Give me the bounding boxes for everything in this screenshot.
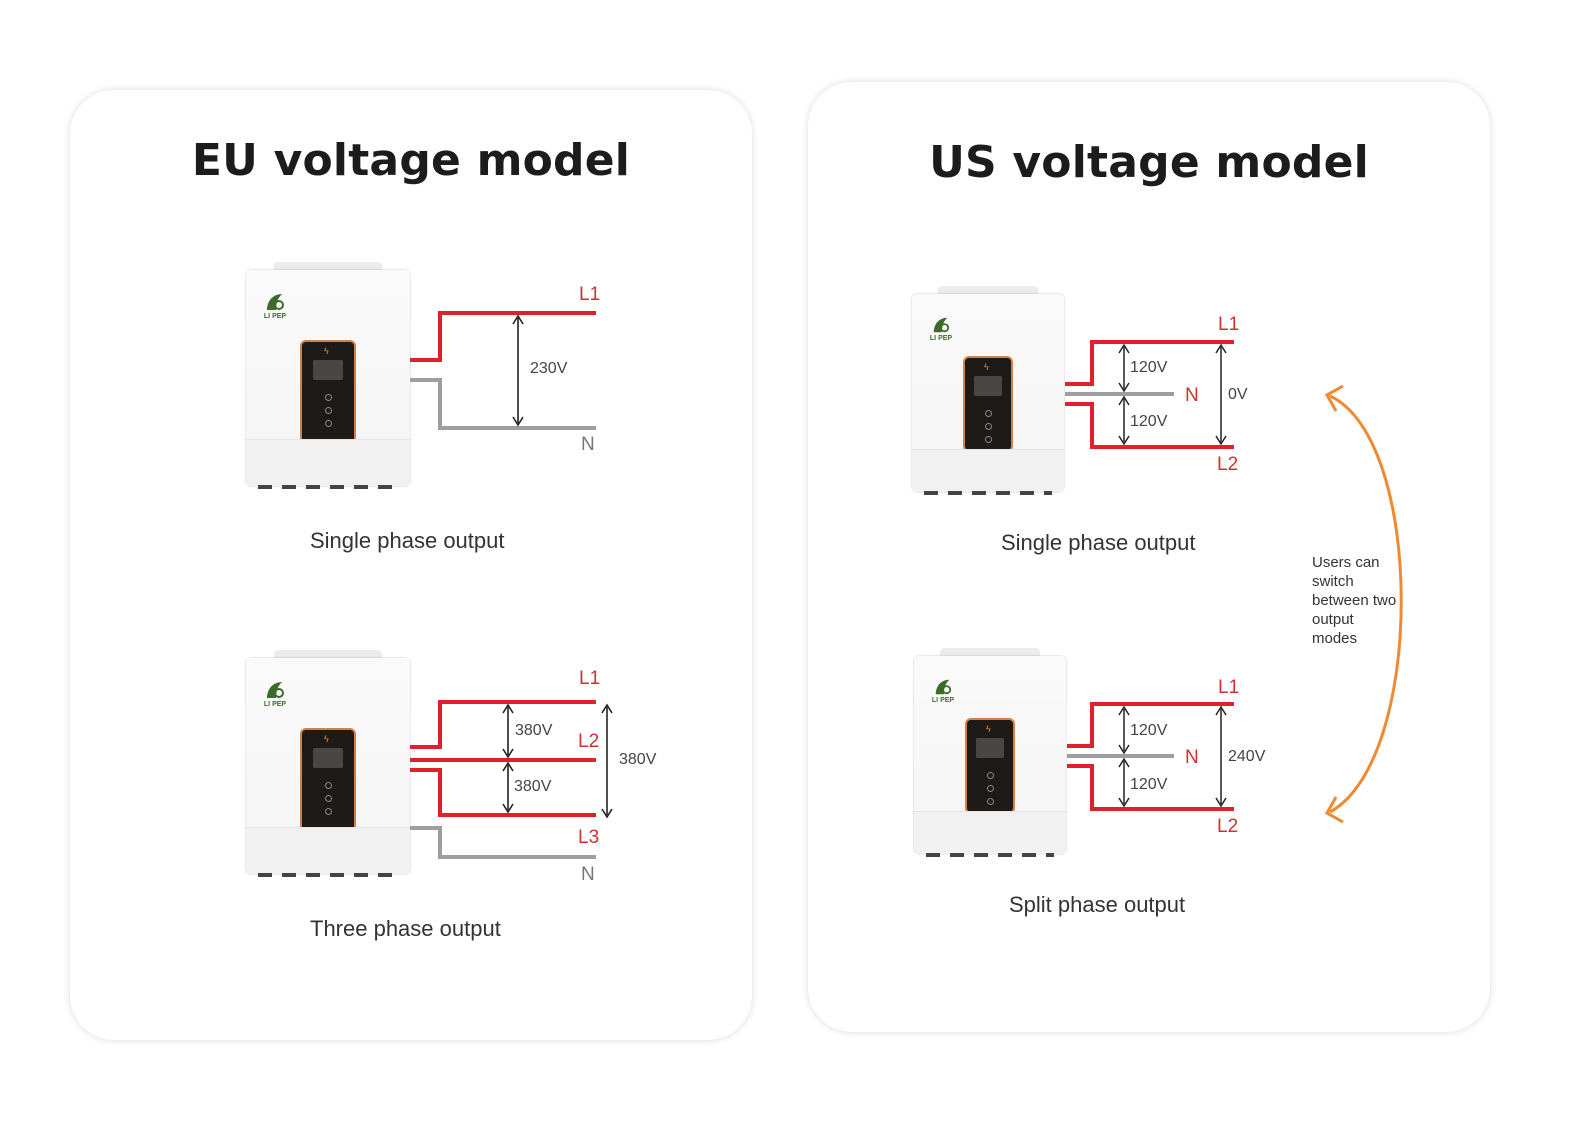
brand-logo-icon: LI PEP xyxy=(260,680,290,708)
eu-three-l3-label: L3 xyxy=(578,827,600,848)
eu-panel-title: EU voltage model xyxy=(191,135,631,186)
double-headed-arrow-icon xyxy=(512,314,524,427)
eu-three-caption: Three phase output xyxy=(310,916,501,941)
us-single-l1-wire xyxy=(1065,340,1234,386)
eu-three-l3-wire xyxy=(410,768,596,817)
us-single-v-l1-l2: 0V xyxy=(1228,386,1248,403)
eu-three-l1-label: L1 xyxy=(579,668,601,689)
eu-single-caption: Single phase output xyxy=(310,528,505,553)
eu-three-n-wire xyxy=(410,826,596,859)
us-split-n-label: N xyxy=(1185,747,1199,768)
us-split-l1-label: L1 xyxy=(1218,677,1240,698)
us-panel: US voltage model xyxy=(808,82,1490,1032)
eu-single-l1-label: L1 xyxy=(579,284,601,305)
brand-name: LI PEP xyxy=(263,701,287,708)
us-split-v-l1-l2: 240V xyxy=(1228,748,1266,765)
us-split-v-n-l2: 120V xyxy=(1130,776,1168,793)
us-single-n-label: N xyxy=(1185,385,1199,406)
us-single-caption: Single phase output xyxy=(1001,530,1196,555)
double-headed-arrow-icon xyxy=(1215,343,1227,446)
us-split-caption: Split phase output xyxy=(1009,892,1186,917)
eu-three-l2-label: L2 xyxy=(578,731,600,752)
us-single-l2-label: L2 xyxy=(1217,454,1239,475)
inverter-image: LI PEP ϟ xyxy=(914,648,1066,864)
eu-three-n-label: N xyxy=(581,864,595,885)
switch-mode-note: Users can switch between two output mode… xyxy=(1312,554,1397,647)
us-single-v-n-l2: 120V xyxy=(1130,413,1168,430)
inverter-image: LI PEP ϟ xyxy=(246,262,410,496)
eu-panel: EU voltage model xyxy=(70,90,752,1040)
inverter-image: LI PEP ϟ xyxy=(246,650,410,884)
us-split-l2-wire xyxy=(1067,764,1234,811)
brand-name: LI PEP xyxy=(929,335,953,342)
double-headed-arrow-icon xyxy=(502,761,514,814)
eu-single-voltage: 230V xyxy=(530,360,568,377)
eu-three-v-l1-l3: 380V xyxy=(619,751,657,768)
eu-three-v-l1-l2: 380V xyxy=(515,722,553,739)
brand-name: LI PEP xyxy=(263,313,287,320)
double-headed-arrow-icon xyxy=(1118,757,1130,808)
double-headed-arrow-icon xyxy=(1215,705,1227,808)
us-split-v-l1-n: 120V xyxy=(1130,722,1168,739)
brand-logo-icon: LI PEP xyxy=(928,678,958,704)
double-headed-arrow-icon xyxy=(1118,395,1130,446)
double-headed-arrow-icon xyxy=(1118,705,1130,755)
brand-logo-icon: LI PEP xyxy=(260,292,290,320)
us-single-l1-label: L1 xyxy=(1218,314,1240,335)
double-headed-arrow-icon xyxy=(1118,343,1130,393)
eu-single-n-label: N xyxy=(581,434,595,455)
eu-single-l1-wire xyxy=(410,311,596,362)
eu-three-v-l2-l3: 380V xyxy=(514,778,552,795)
us-single-l2-wire xyxy=(1065,402,1234,449)
brand-name: LI PEP xyxy=(931,697,955,704)
us-single-v-l1-n: 120V xyxy=(1130,359,1168,376)
eu-three-l1-wire xyxy=(410,700,596,749)
double-headed-arrow-icon xyxy=(601,703,613,819)
us-split-l2-label: L2 xyxy=(1217,816,1239,837)
us-panel-title: US voltage model xyxy=(929,137,1369,188)
eu-single-n-wire xyxy=(410,378,596,430)
us-split-l1-wire xyxy=(1067,702,1234,748)
double-headed-arrow-icon xyxy=(502,703,514,759)
inverter-image: LI PEP ϟ xyxy=(912,286,1064,502)
brand-logo-icon: LI PEP xyxy=(926,316,956,342)
